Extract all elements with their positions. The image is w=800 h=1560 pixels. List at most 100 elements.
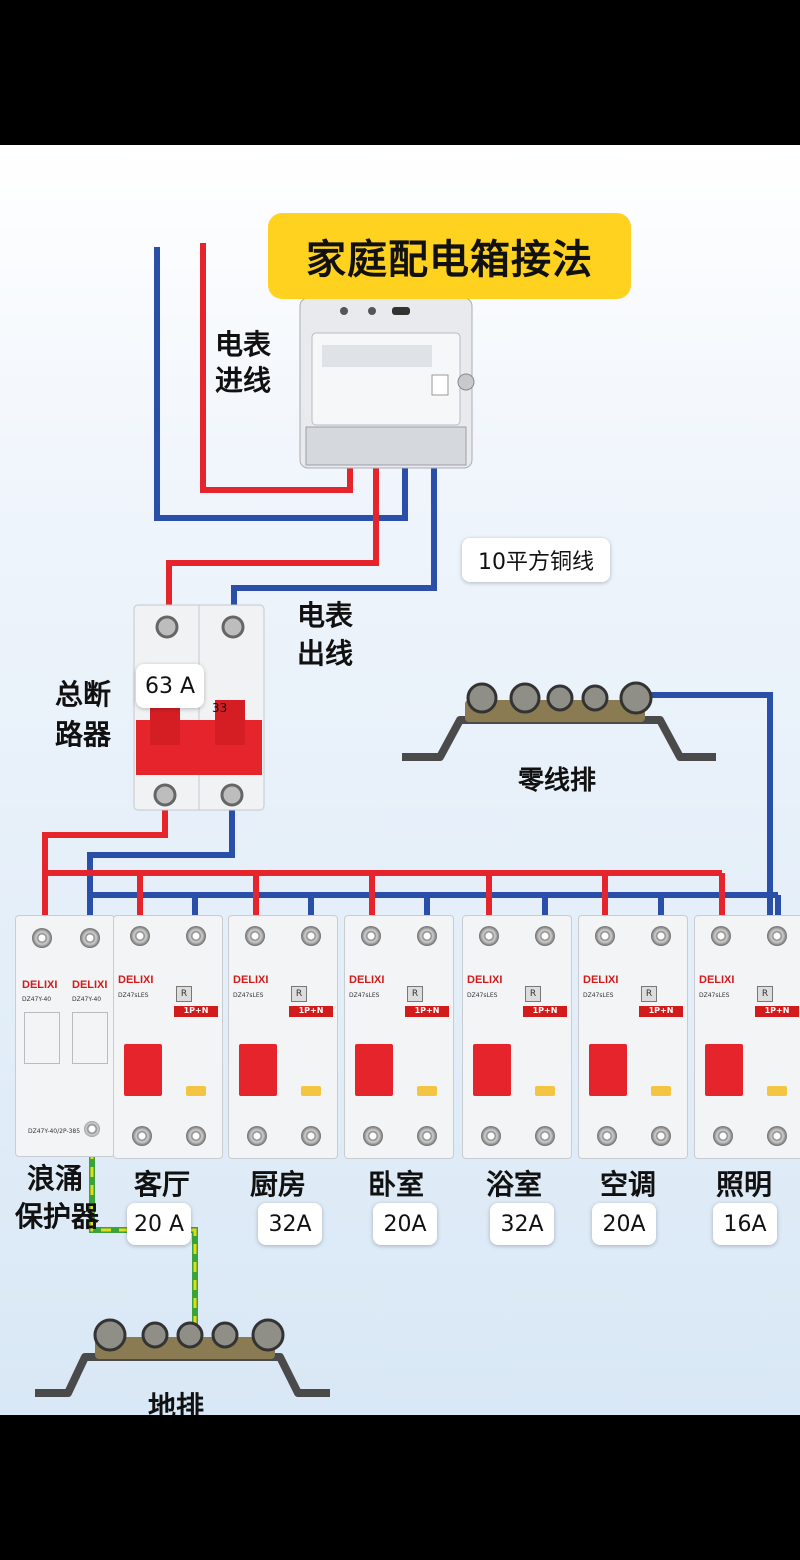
meter-output-label: 电表 出线 bbox=[297, 597, 353, 673]
spd-terminal-l bbox=[32, 928, 52, 948]
live-out-wire bbox=[166, 440, 379, 625]
breaker-terminal-neutral bbox=[186, 926, 206, 946]
breaker-terminal-live bbox=[479, 926, 499, 946]
circuit-rating-tag: 20A bbox=[373, 1203, 437, 1245]
main-breaker-line-2: 路器 bbox=[55, 718, 112, 751]
spd-model: DZ47Y-40 bbox=[22, 996, 52, 1003]
breaker-handle[interactable] bbox=[355, 1044, 393, 1096]
meter-input-line-2: 进线 bbox=[215, 364, 272, 397]
test-button[interactable]: R bbox=[641, 986, 657, 1002]
leak-indicator bbox=[651, 1086, 671, 1096]
circuit-rating-tag: 20 A bbox=[127, 1203, 191, 1245]
test-button[interactable]: R bbox=[291, 986, 307, 1002]
test-button[interactable]: R bbox=[407, 986, 423, 1002]
breaker-model: DZ47sLES bbox=[583, 992, 614, 999]
main-rating-tag: 63 A bbox=[136, 664, 204, 708]
breaker-model: DZ47sLES bbox=[118, 992, 149, 999]
surge-protector: DELIXI DELIXI DZ47Y-40 DZ47Y-40 DZ47Y-40… bbox=[15, 915, 115, 1157]
breaker-brand: DELIXI bbox=[349, 974, 385, 986]
breaker-bottom-terminal-2 bbox=[535, 1126, 555, 1146]
breaker-model: DZ47sLES bbox=[233, 992, 264, 999]
breaker-bottom-terminal-1 bbox=[132, 1126, 152, 1146]
breaker-terminal-live bbox=[711, 926, 731, 946]
neutral-in-wire bbox=[154, 247, 408, 521]
breaker-badge: 1P+N bbox=[289, 1006, 333, 1017]
spd-label: 浪涌 保护器 bbox=[15, 1160, 99, 1236]
breaker-terminal-neutral bbox=[301, 926, 321, 946]
circuit-room-label: 空调 bbox=[600, 1168, 657, 1201]
breaker-handle[interactable] bbox=[473, 1044, 511, 1096]
leak-indicator bbox=[535, 1086, 555, 1096]
breaker-2: DELIXI DZ47sLES R 1P+N bbox=[228, 915, 338, 1159]
main-breaker-mark: 33 bbox=[212, 701, 228, 715]
breaker-brand: DELIXI bbox=[467, 974, 503, 986]
breaker-terminal-neutral bbox=[767, 926, 787, 946]
breaker-bottom-terminal-1 bbox=[363, 1126, 383, 1146]
main-breaker-line-1: 总断 bbox=[55, 678, 112, 711]
neutral-to-spd bbox=[87, 795, 235, 935]
breaker-badge: 1P+N bbox=[755, 1006, 799, 1017]
test-button[interactable]: R bbox=[176, 986, 192, 1002]
breaker-terminal-live bbox=[130, 926, 150, 946]
circuit-rating-tag: 32A bbox=[490, 1203, 554, 1245]
meter-output-line-1: 电表 bbox=[297, 599, 354, 632]
neutral-bar-hardware bbox=[402, 681, 716, 761]
breaker-handle[interactable] bbox=[705, 1044, 743, 1096]
neutral-bar-label: 零线排 bbox=[518, 766, 597, 796]
test-button[interactable]: R bbox=[525, 986, 541, 1002]
spd-brand-2: DELIXI bbox=[72, 979, 108, 991]
circuit-rating-tag: 20A bbox=[592, 1203, 656, 1245]
breaker-handle[interactable] bbox=[124, 1044, 162, 1096]
diagram-title: 家庭配电箱接法 bbox=[268, 213, 631, 299]
breaker-bottom-terminal-1 bbox=[481, 1126, 501, 1146]
breaker-bottom-terminal-2 bbox=[767, 1126, 787, 1146]
neutral-bar-wire bbox=[636, 692, 773, 935]
wire-spec-tag: 10平方铜线 bbox=[462, 538, 610, 582]
spd-ground-terminal bbox=[84, 1121, 100, 1137]
breaker-handle[interactable] bbox=[589, 1044, 627, 1096]
circuit-room-label: 浴室 bbox=[486, 1168, 543, 1201]
meter-input-label: 电表 进线 bbox=[215, 327, 271, 399]
leak-indicator bbox=[767, 1086, 787, 1096]
breaker-bottom-terminal-2 bbox=[301, 1126, 321, 1146]
circuit-room-label: 厨房 bbox=[250, 1168, 307, 1201]
test-button[interactable]: R bbox=[757, 986, 773, 1002]
top-black-bar bbox=[0, 0, 800, 145]
breaker-terminal-live bbox=[361, 926, 381, 946]
breaker-brand: DELIXI bbox=[233, 974, 269, 986]
leak-indicator bbox=[417, 1086, 437, 1096]
breaker-brand: DELIXI bbox=[118, 974, 154, 986]
spd-model-2: DZ47Y-40 bbox=[72, 996, 102, 1003]
breaker-badge: 1P+N bbox=[639, 1006, 683, 1017]
electricity-meter bbox=[299, 297, 475, 469]
breaker-bottom-terminal-1 bbox=[597, 1126, 617, 1146]
meter-output-line-2: 出线 bbox=[297, 637, 354, 670]
breaker-terminal-neutral bbox=[651, 926, 671, 946]
spd-line-2: 保护器 bbox=[15, 1200, 100, 1233]
circuit-room-label: 卧室 bbox=[368, 1168, 425, 1201]
leak-indicator bbox=[301, 1086, 321, 1096]
breaker-bottom-terminal-2 bbox=[186, 1126, 206, 1146]
breaker-badge: 1P+N bbox=[523, 1006, 567, 1017]
main-breaker bbox=[133, 604, 265, 811]
wiring-diagram: 家庭配电箱接法 电表 进线 电表 出线 总断 路器 零线排 地排 浪涌 保护器 … bbox=[0, 145, 800, 1415]
ground-bar-label: 地排 bbox=[148, 1390, 205, 1415]
spd-bottom-model: DZ47Y-40/2P-385 bbox=[28, 1128, 81, 1135]
circuit-room-label: 客厅 bbox=[134, 1168, 191, 1201]
bottom-black-bar bbox=[0, 1415, 800, 1560]
breaker-terminal-neutral bbox=[417, 926, 437, 946]
breaker-handle[interactable] bbox=[239, 1044, 277, 1096]
ground-bar-hardware bbox=[35, 1318, 330, 1397]
main-breaker-label: 总断 路器 bbox=[55, 675, 111, 755]
spd-window-2 bbox=[72, 1012, 108, 1064]
breaker-terminal-live bbox=[245, 926, 265, 946]
breaker-terminal-neutral bbox=[535, 926, 555, 946]
breaker-bottom-terminal-2 bbox=[417, 1126, 437, 1146]
breaker-bottom-terminal-2 bbox=[651, 1126, 671, 1146]
breaker-badge: 1P+N bbox=[405, 1006, 449, 1017]
